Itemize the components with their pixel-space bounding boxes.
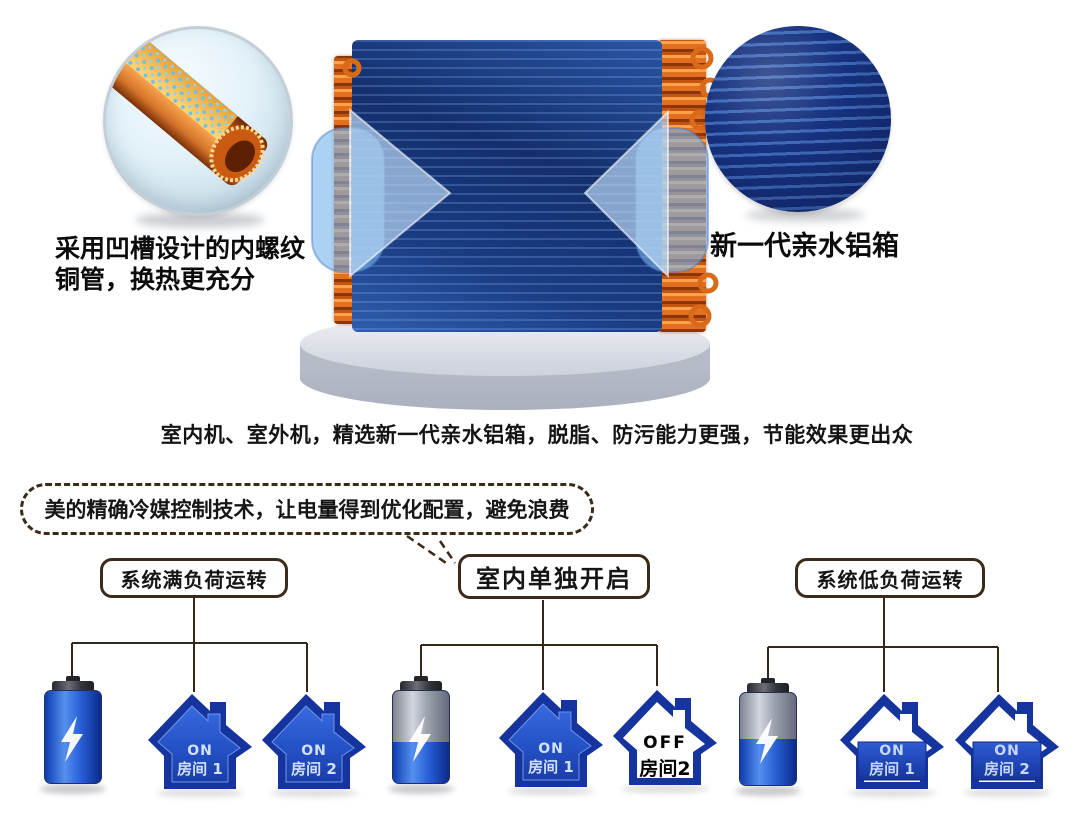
caption-text: 室内机、室外机，精选新一代亲水铝箱，脱脂、防污能力更强，节能效果更出众 — [160, 423, 914, 447]
house-shadow — [848, 789, 936, 797]
battery-terminal — [414, 676, 428, 683]
house-g3-room1: ON 房间 1 — [836, 692, 948, 797]
battery-shadow — [388, 784, 454, 794]
house-label: ON 房间 1 — [528, 741, 574, 776]
house-label: ON 房间 2 — [291, 743, 337, 778]
group3-wires — [767, 598, 999, 692]
scenario-label-full-load: 系统满负荷运转 — [100, 558, 288, 598]
bubble-tail-line — [406, 534, 450, 567]
house-g2-room2-off: OFF 房间2 — [609, 688, 721, 793]
lightning-bolt-icon — [756, 718, 778, 764]
house-icon — [840, 694, 944, 789]
battery-low — [735, 678, 801, 796]
battery-mid — [388, 676, 454, 794]
copper-tube-note: 采用凹槽设计的内螺纹 铜管，换热更充分 — [55, 233, 355, 295]
battery-cap — [52, 681, 94, 692]
battery-full — [40, 676, 106, 794]
grooved-copper-tube-icon — [106, 33, 268, 186]
lightning-bolt-icon — [61, 716, 83, 762]
battery-shadow — [735, 786, 801, 796]
house-shadow — [963, 789, 1051, 797]
copper-tube-note-line1: 采用凹槽设计的内螺纹 — [55, 234, 306, 263]
group2-wires — [420, 600, 658, 690]
group1-wires — [71, 598, 308, 692]
magnifier-shadow — [135, 212, 265, 228]
house-g3-room2: ON 房间 2 — [951, 692, 1063, 797]
battery-terminal — [66, 676, 80, 683]
house-icon — [613, 690, 717, 785]
house-label: ON 房间 1 — [177, 743, 223, 778]
house-label: OFF 房间2 — [639, 733, 691, 780]
battery-shadow — [40, 784, 106, 794]
house-label: ON 房间 2 — [984, 743, 1030, 778]
battery-terminal — [761, 678, 775, 685]
battery-cap — [747, 683, 789, 694]
refrigerant-control-bubble: 美的精确冷媒控制技术，让电量得到优化配置，避免浪费 — [20, 483, 594, 535]
copper-tube-note-line2: 铜管，换热更充分 — [55, 265, 256, 294]
foil-note: 新一代亲水铝箱 — [710, 231, 899, 262]
house-g1-room2: ON 房间 2 — [258, 692, 370, 797]
hydrophilic-foil-circle — [705, 26, 891, 212]
bubble-text: 美的精确冷媒控制技术，让电量得到优化配置，避免浪费 — [44, 498, 570, 522]
house-shadow — [156, 789, 244, 797]
house-g1-room1: ON 房间 1 — [144, 692, 256, 797]
house-shadow — [270, 789, 358, 797]
house-shadow — [507, 787, 595, 795]
house-icon — [955, 694, 1059, 789]
copper-tube-magnifier — [103, 26, 293, 216]
connector-lines — [71, 534, 999, 692]
house-icon — [262, 694, 366, 789]
house-icon — [148, 694, 252, 789]
battery-cap — [400, 681, 442, 692]
scenario-label-low-load: 系统低负荷运转 — [795, 558, 985, 598]
foil-circle-shadow — [745, 208, 865, 222]
airflow-arrows-icon — [311, 107, 709, 279]
house-label: ON 房间 1 — [869, 743, 915, 778]
house-g2-room1: ON 房间 1 — [495, 690, 607, 795]
lightning-bolt-icon — [409, 716, 431, 762]
house-icon — [499, 692, 603, 787]
house-shadow — [621, 785, 709, 793]
scenario-label-single-room: 室内单独开启 — [458, 554, 650, 599]
